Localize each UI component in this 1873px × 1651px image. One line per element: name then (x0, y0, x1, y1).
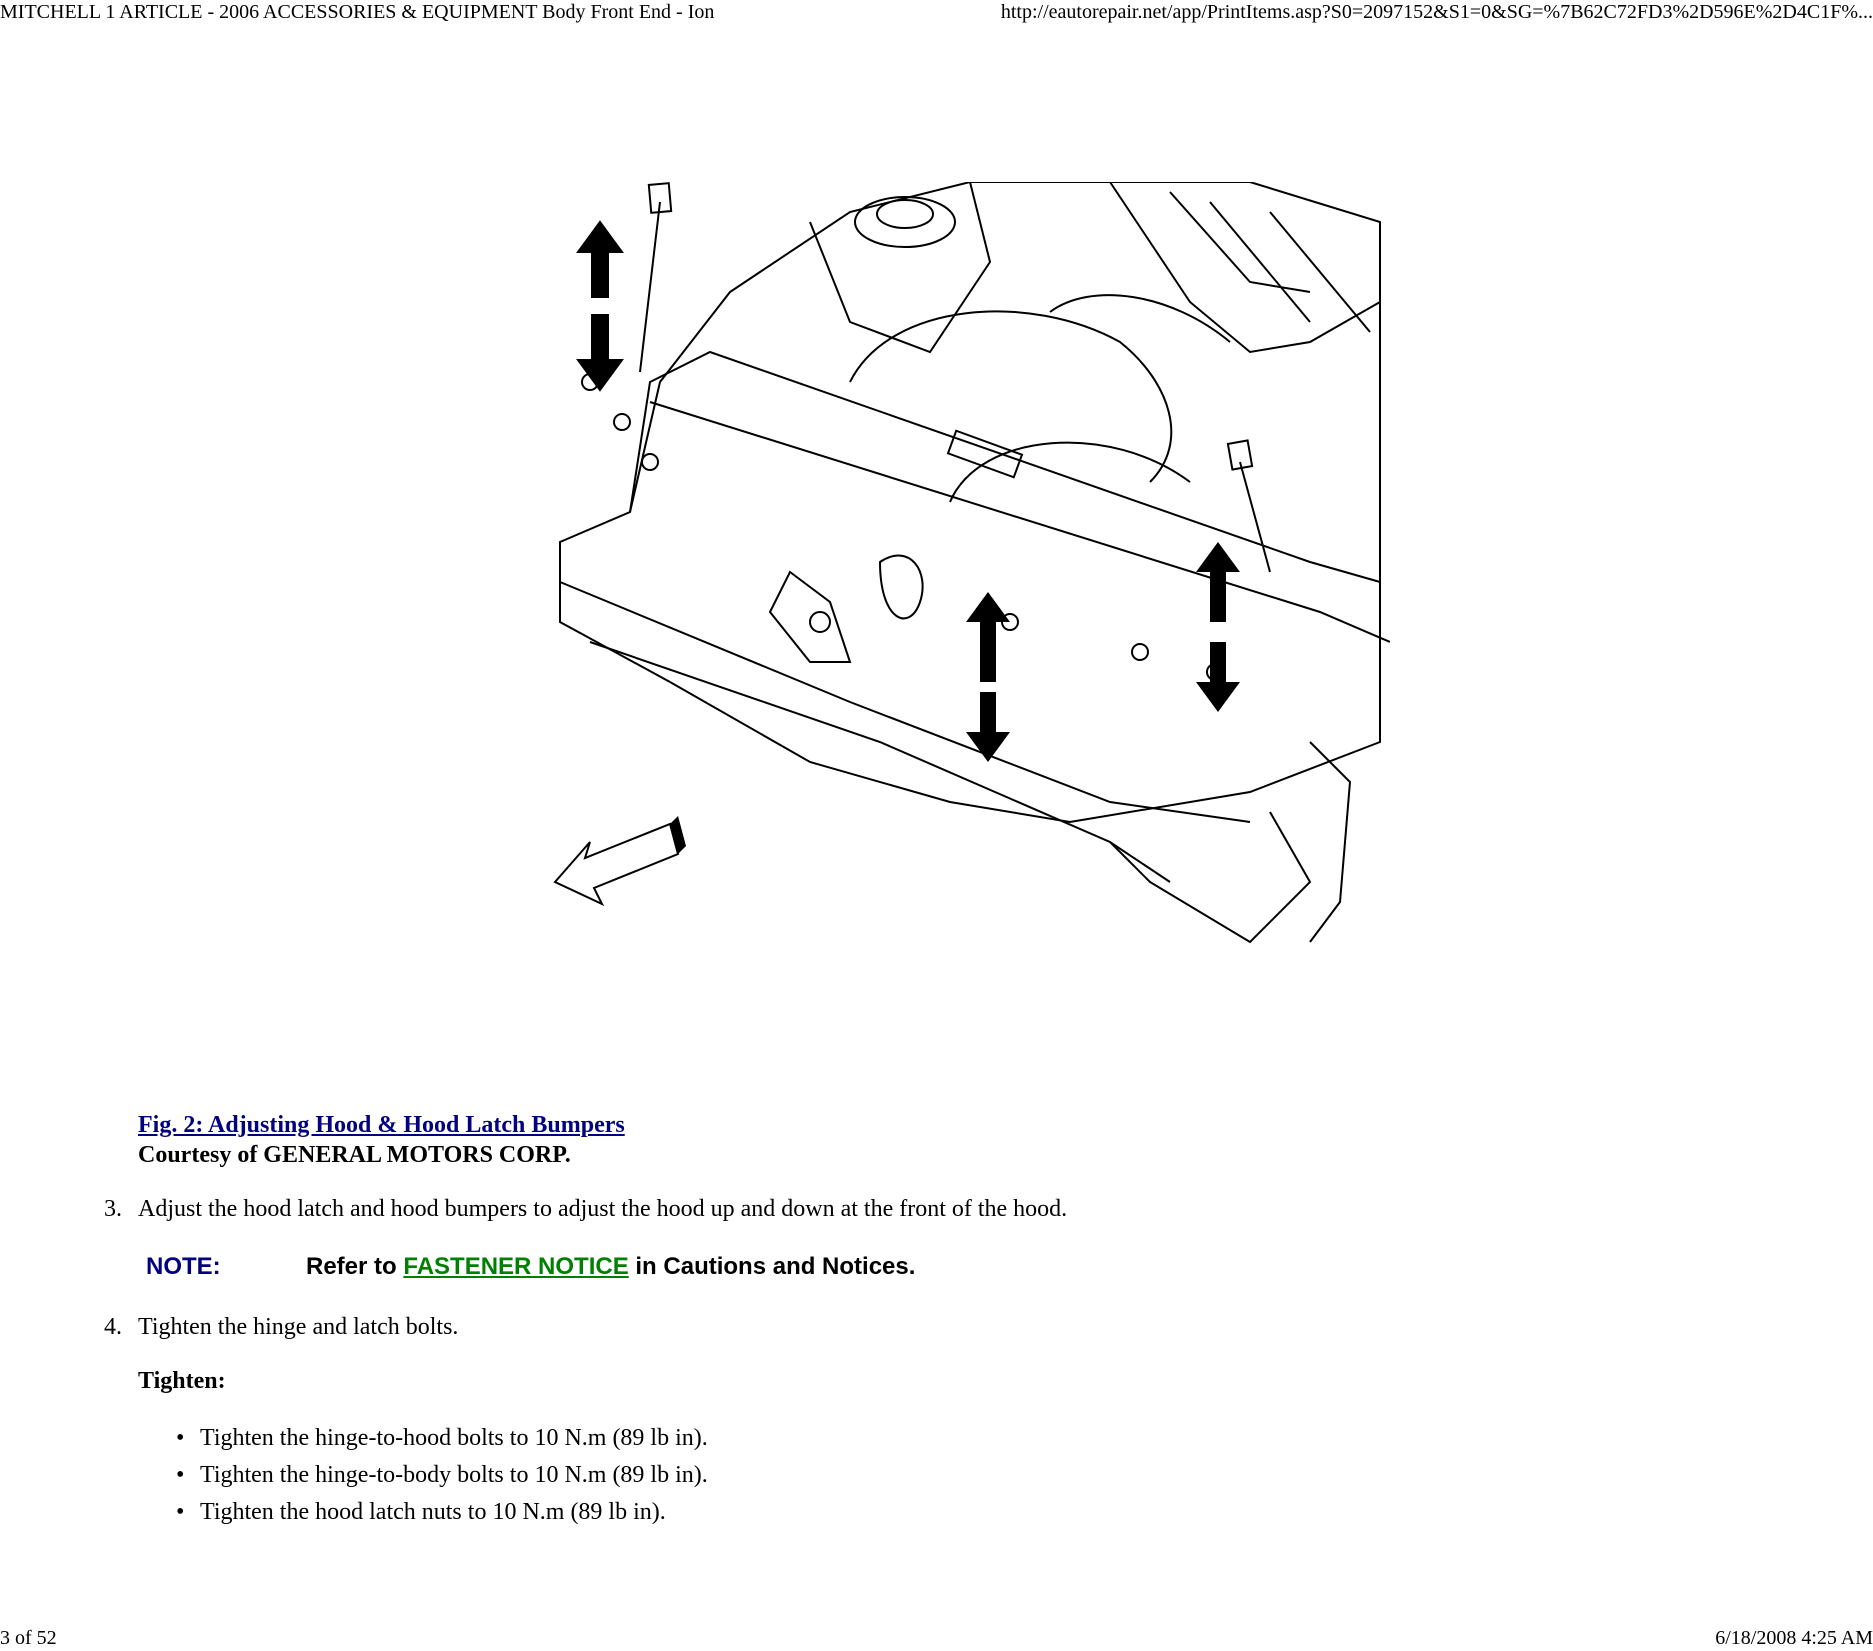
torque-list: Tighten the hinge-to-hood bolts to 10 N.… (176, 1420, 708, 1531)
note-prefix: Refer to (306, 1253, 404, 1280)
tighten-heading: Tighten: (138, 1368, 226, 1394)
figure-caption-link[interactable]: Fig. 2: Adjusting Hood & Hood Latch Bump… (138, 1112, 625, 1138)
step-4: 4. Tighten the hinge and latch bolts. (104, 1312, 458, 1342)
list-item: Tighten the hinge-to-body bolts to 10 N.… (176, 1457, 708, 1494)
note-suffix: in Cautions and Notices. (628, 1253, 916, 1280)
step-text: Tighten the hinge and latch bolts. (138, 1314, 459, 1340)
figure-illustration (550, 182, 1390, 982)
up-arrow-icon (1196, 542, 1240, 622)
hood-latch-diagram (553, 182, 1390, 944)
courtesy-text: Courtesy of GENERAL MOTORS CORP. (138, 1142, 571, 1168)
note-block: NOTE: Refer to FASTENER NOTICE in Caution… (146, 1252, 915, 1282)
forward-direction-arrow-icon (553, 822, 680, 907)
step-text: Adjust the hood latch and hood bumpers t… (138, 1196, 1068, 1222)
page-number: 3 of 52 (0, 1627, 57, 1649)
step-number: 4. (104, 1314, 122, 1340)
down-arrow-icon (966, 692, 1010, 762)
header-title: MITCHELL 1 ARTICLE - 2006 ACCESSORIES & … (0, 1, 715, 23)
down-arrow-icon (576, 314, 624, 392)
up-arrow-icon (576, 220, 624, 298)
list-item: Tighten the hinge-to-hood bolts to 10 N.… (176, 1420, 708, 1457)
up-arrow-icon (966, 592, 1010, 682)
print-datetime: 6/18/2008 4:25 AM (1715, 1627, 1873, 1649)
fastener-notice-link[interactable]: FASTENER NOTICE (403, 1253, 629, 1280)
down-arrow-icon (1196, 642, 1240, 712)
figure-caption: Fig. 2: Adjusting Hood & Hood Latch Bump… (138, 1110, 625, 1170)
list-item: Tighten the hood latch nuts to 10 N.m (8… (176, 1494, 708, 1531)
note-label: NOTE: (146, 1253, 221, 1280)
step-number: 3. (104, 1196, 122, 1222)
step-3: 3. Adjust the hood latch and hood bumpers… (104, 1194, 1067, 1224)
header-url: http://eautorepair.net/app/PrintItems.as… (1000, 1, 1873, 23)
